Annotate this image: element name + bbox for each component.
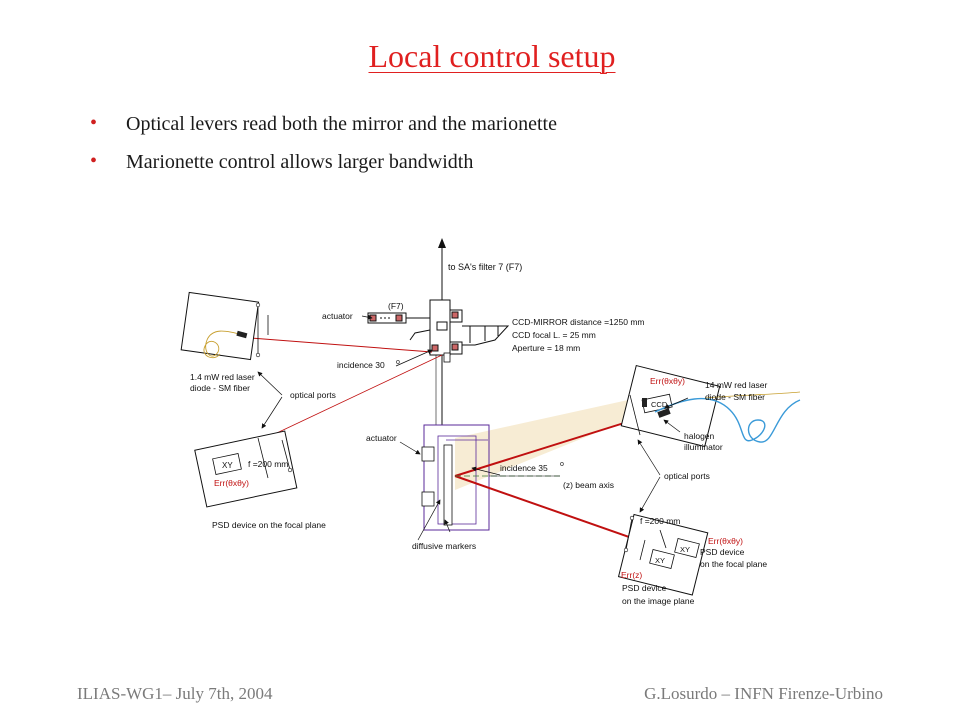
label-filter: to SA's filter 7 (F7)	[448, 262, 522, 272]
label-err-ccd: Err(θxθy)	[650, 376, 685, 386]
label-psd-right-2: on the focal plane	[700, 559, 767, 569]
label-actuator-mid: actuator	[366, 433, 397, 443]
left-fiber-coil	[203, 330, 244, 359]
left-psd-lens	[257, 437, 269, 479]
page-title: Local control setup	[368, 38, 616, 74]
label-ccd-mirror-distance: CCD-MIRROR distance =1250 mm	[512, 317, 645, 327]
bullet-item: • Marionette control allows larger bandwi…	[90, 150, 557, 173]
label-left-laser-1: 1.4 mW red laser	[190, 372, 255, 382]
label-psd-right-1: PSD device	[700, 547, 745, 557]
bullet-dot-icon: •	[90, 150, 98, 172]
right-xy-box-1	[674, 538, 700, 558]
illumination-cone	[455, 400, 640, 490]
label-incidence-30-degree: o	[396, 359, 400, 366]
left-laser-beam	[249, 337, 433, 353]
left-psd-box	[194, 430, 298, 508]
mirror-body	[443, 444, 453, 526]
bullet-dot-icon: •	[90, 112, 98, 134]
label-f7: (F7)	[388, 301, 404, 311]
right-psd-port	[625, 517, 633, 551]
axis-arrow-icon	[438, 238, 446, 248]
label-incidence-35-degree: o	[560, 461, 564, 468]
label-psd-image-2: on the image plane	[622, 596, 695, 606]
label-err-z: Err(z)	[621, 570, 642, 580]
label-left-laser-2: diode - SM fiber	[190, 383, 250, 393]
label-halogen-1: halogen	[684, 431, 715, 441]
left-laser-box	[180, 291, 260, 361]
left-psd-beam	[261, 354, 443, 441]
right-fiber-yellow	[704, 391, 801, 399]
right-fiber	[654, 397, 801, 443]
mid-actuator-lower	[421, 491, 435, 507]
right-laser-diode	[657, 408, 671, 418]
mirror-marker	[443, 352, 451, 363]
ccd-lens	[642, 398, 647, 407]
label-beam-axis: (z) beam axis	[563, 480, 614, 490]
label-xy-left: XY	[222, 461, 233, 470]
marionette-frame	[423, 424, 490, 531]
footer-left: ILIAS-WG1– July 7th, 2004	[77, 684, 273, 703]
label-err-left: Err(θxθy)	[214, 478, 249, 488]
label-psd-left: PSD device on the focal plane	[212, 520, 326, 530]
label-right-laser-1: 14 mW red laser	[705, 380, 768, 390]
label-incidence-35: incidence 35	[500, 463, 548, 473]
label-optical-ports-left: optical ports	[290, 390, 336, 400]
ccd-beam	[454, 417, 641, 477]
mirror-frame	[437, 435, 477, 525]
label-right-laser-2: diode - SM fiber	[705, 392, 765, 402]
label-aperture: Aperture = 18 mm	[512, 343, 580, 353]
bullet-item: • Optical levers read both the mirror and…	[90, 112, 557, 135]
ccd-optical-port	[629, 394, 641, 436]
label-incidence-30: incidence 30	[337, 360, 385, 370]
label-ccd-focal: CCD focal L. = 25 mm	[512, 330, 596, 340]
right-xy-box-2	[649, 549, 675, 569]
label-xy-right-2: XY	[655, 556, 665, 565]
label-diffusive-markers: diffusive markers	[412, 541, 476, 551]
left-xy-box	[212, 452, 242, 476]
label-actuator-top: actuator	[322, 311, 353, 321]
footer-right: G.Losurdo – INFN Firenze-Urbino	[644, 684, 883, 703]
label-xy-right-1: XY	[680, 545, 690, 554]
label-ccd: CCD	[651, 400, 668, 409]
bullet-list: • Optical levers read both the mirror and…	[90, 112, 557, 190]
label-err-right: Err(θxθy)	[708, 536, 743, 546]
label-focal-right: f =200 mm	[640, 516, 680, 526]
label-optical-ports-right: optical ports	[664, 471, 710, 481]
bullet-text: Optical levers read both the mirror and …	[126, 113, 557, 135]
bullet-text: Marionette control allows larger bandwid…	[126, 151, 474, 173]
mid-actuator-upper	[421, 446, 435, 462]
callout-arrows	[257, 314, 689, 541]
label-psd-image-1: PSD device	[622, 583, 667, 593]
label-focal-left: f =200 mm	[248, 459, 288, 469]
label-halogen-2: illuminator	[684, 442, 723, 452]
